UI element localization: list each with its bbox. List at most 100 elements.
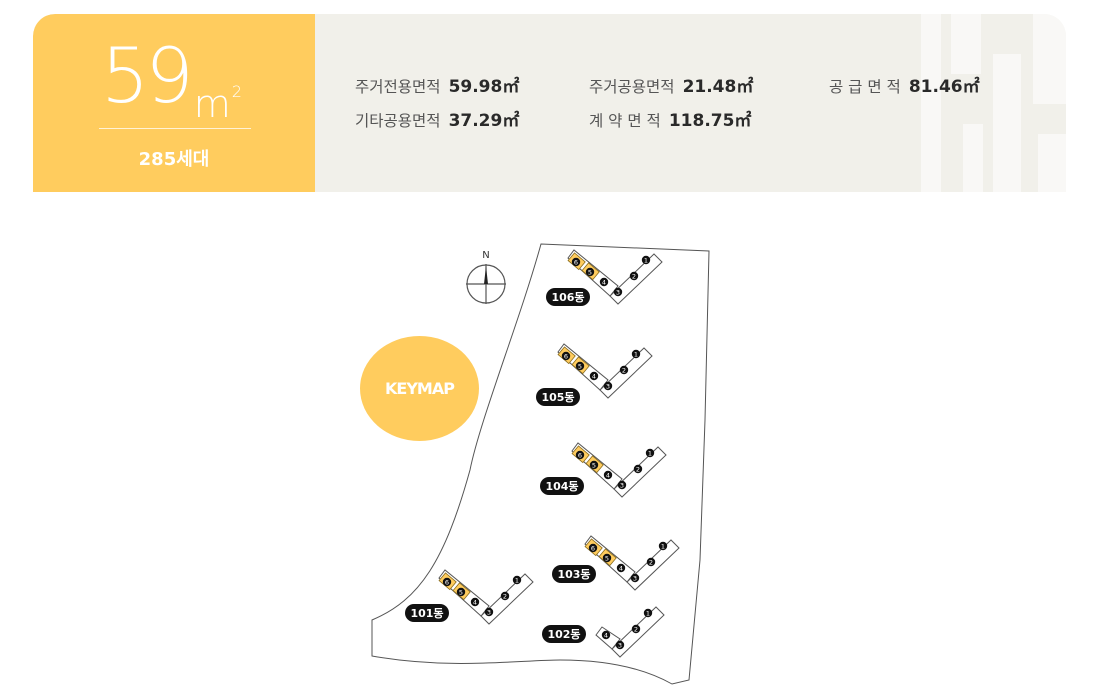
- spec-residential-common-area: 주거공용면적 21.48㎡: [589, 70, 753, 104]
- decorative-stripe: [963, 124, 983, 192]
- unit-marker: [633, 464, 643, 474]
- buildings-layer: 123456106동123456105동123456104동123456103동…: [405, 249, 680, 658]
- unit-marker: [613, 287, 623, 297]
- unit-number: 1: [646, 610, 650, 618]
- building-label: 101동: [410, 607, 443, 620]
- unit-marker: [631, 349, 641, 359]
- unit-number: 2: [622, 367, 626, 375]
- unit-marker: [602, 553, 612, 563]
- unit-number: 2: [632, 273, 636, 281]
- unit-marker: [629, 271, 639, 281]
- households-count: 285세대: [138, 149, 210, 170]
- spec-supply-area: 공 급 면 적 81.46㎡: [829, 70, 980, 104]
- unit-marker: [442, 577, 452, 587]
- spec-other-common-area: 기타공용면적 37.29㎡: [355, 104, 519, 138]
- spec-contract-area: 계 약 면 적 118.75㎡: [589, 104, 751, 138]
- decorative-stripe: [921, 14, 941, 192]
- north-label: N: [482, 250, 489, 261]
- unit-number: 6: [445, 579, 449, 587]
- unit-marker: [641, 255, 651, 265]
- spec-value: 37.29㎡: [448, 111, 520, 131]
- unit-number: 5: [578, 363, 582, 371]
- unit-marker: [589, 371, 599, 381]
- unit-marker: [575, 450, 585, 460]
- unit-marker: [619, 365, 629, 375]
- unit-number: 4: [473, 599, 477, 607]
- unit-number: 3: [616, 289, 620, 297]
- decorative-stripe: [1033, 14, 1066, 104]
- unit-number: 1: [515, 577, 519, 585]
- badge-divider: [99, 128, 251, 129]
- spec-label: 계 약 면 적: [589, 112, 661, 130]
- building-label-pill: [552, 565, 596, 583]
- area-superscript: 2: [231, 82, 242, 101]
- unit-marker: [575, 361, 585, 371]
- unit-marker: [470, 597, 480, 607]
- unit-number: 3: [620, 482, 624, 490]
- unit-marker: [484, 607, 494, 617]
- unit-number: 3: [618, 642, 622, 650]
- unit-marker: [616, 563, 626, 573]
- decorative-stripe: [993, 54, 1021, 192]
- unit-number: 4: [602, 279, 606, 287]
- building-label: 106동: [551, 291, 584, 304]
- spec-label: 기타공용면적: [355, 112, 441, 130]
- unit-marker: [658, 541, 668, 551]
- unit-marker: [588, 543, 598, 553]
- spec-value: 21.48㎡: [682, 77, 754, 97]
- unit-marker: [500, 591, 510, 601]
- unit-number: 1: [648, 450, 652, 458]
- building-label: 105동: [541, 391, 574, 404]
- unit-marker: [631, 624, 641, 634]
- unit-number: 6: [591, 545, 595, 553]
- unit-number: 2: [503, 593, 507, 601]
- building-label: 104동: [545, 480, 578, 493]
- unit-number: 5: [605, 555, 609, 563]
- unit-number: 5: [592, 462, 596, 470]
- unit-marker: [643, 608, 653, 618]
- building-label-pill: [542, 625, 586, 643]
- unit-number: 4: [592, 373, 596, 381]
- keymap-label: KEYMAP: [385, 379, 455, 398]
- decorative-stripe: [1038, 134, 1066, 192]
- building-label: 103동: [557, 568, 590, 581]
- building-label-pill: [536, 388, 580, 406]
- spec-label: 주거전용면적: [355, 78, 441, 96]
- unit-marker: [599, 277, 609, 287]
- unit-number: 5: [588, 269, 592, 277]
- unit-marker: [585, 267, 595, 277]
- building-label-pill: [546, 288, 590, 306]
- area-number: 59: [101, 31, 194, 120]
- unit-marker: [571, 257, 581, 267]
- unit-marker: [589, 460, 599, 470]
- building-label-pill: [405, 604, 449, 622]
- unit-marker: [617, 480, 627, 490]
- unit-number: 4: [619, 565, 623, 573]
- spec-value: 81.46㎡: [908, 77, 980, 97]
- unit-marker: [601, 630, 611, 640]
- unit-number: 1: [661, 543, 665, 551]
- unit-number: 6: [578, 452, 582, 460]
- decorative-stripe: [951, 14, 981, 74]
- unit-number: 1: [634, 351, 638, 359]
- spec-value: 59.98㎡: [448, 77, 520, 97]
- unit-number: 3: [487, 609, 491, 617]
- unit-number: 4: [606, 472, 610, 480]
- spec-label: 공 급 면 적: [829, 78, 901, 96]
- unit-marker: [646, 557, 656, 567]
- unit-number: 2: [634, 626, 638, 634]
- unit-marker: [561, 351, 571, 361]
- spec-label: 주거공용면적: [589, 78, 675, 96]
- spec-value: 118.75㎡: [668, 111, 752, 131]
- unit-marker: [603, 470, 613, 480]
- unit-marker: [603, 381, 613, 391]
- area-unit: m2: [193, 82, 242, 126]
